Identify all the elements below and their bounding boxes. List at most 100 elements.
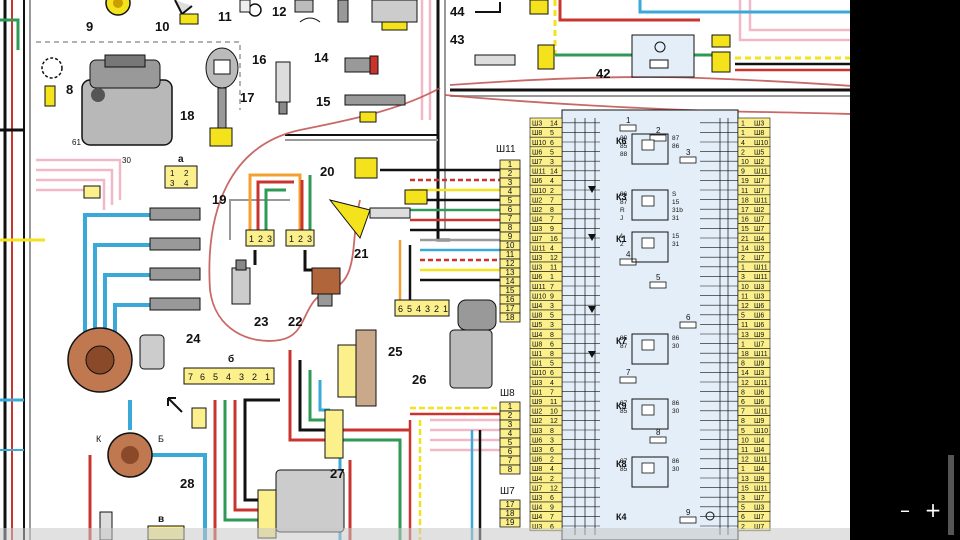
block-left-pin-socket: Ш11 <box>532 284 546 291</box>
lamp-component-21: 21 <box>328 189 428 261</box>
relay-coil-icon <box>641 339 655 351</box>
block-left-pin-number: 5 <box>550 313 554 320</box>
indicator-component-8: 8 <box>41 57 73 107</box>
relay-pin-label: 87 <box>620 458 628 465</box>
block-right-pin-socket: Ш9 <box>754 332 764 339</box>
block-left-pin-number: 2 <box>550 476 554 483</box>
block-right-pin-socket: Ш7 <box>754 341 764 348</box>
block-left-pin-number: 1 <box>550 274 554 281</box>
block-right-pin-number: 3 <box>741 274 745 281</box>
block-left-pin-number: 10 <box>550 409 558 416</box>
svg-text:3: 3 <box>425 304 430 314</box>
block-right-pin-number: 3 <box>741 495 745 502</box>
block-right-pin-socket: Ш2 <box>754 159 764 166</box>
fuse-number: 7 <box>626 368 631 377</box>
svg-text:б: б <box>228 353 234 365</box>
block-left-pin-socket: Ш9 <box>532 399 542 406</box>
block-right-pin-number: 19 <box>741 178 749 185</box>
relay-pin-label: 88 <box>620 151 628 158</box>
fuse <box>619 124 637 132</box>
block-left-pin-number: 5 <box>550 361 554 368</box>
block-right-pin-socket: Ш6 <box>754 389 764 396</box>
sensor-component-17: 17 <box>205 47 254 147</box>
block-left-pin-socket: Ш7 <box>532 159 542 166</box>
block-left-pin-number: 7 <box>550 197 554 204</box>
block-left-pin-socket: Ш8 <box>532 466 542 473</box>
fuse <box>679 516 697 524</box>
relay-pin-label: 87 <box>620 400 628 407</box>
svg-text:3: 3 <box>267 234 272 244</box>
switch-icon <box>337 0 349 23</box>
module-component-25: 25 <box>337 329 402 407</box>
block-left-pin-number: 9 <box>550 293 554 300</box>
left-bus-wires <box>0 0 45 540</box>
svg-text:20: 20 <box>320 164 334 179</box>
svg-text:18: 18 <box>180 108 194 123</box>
block-left-pin-number: 4 <box>550 178 554 185</box>
block-right-pin-number: 1 <box>741 130 745 137</box>
block-left-pin-socket: Ш4 <box>532 332 542 339</box>
svg-text:22: 22 <box>288 314 302 329</box>
block-left-pin-socket: Ш8 <box>532 130 542 137</box>
svg-text:4: 4 <box>184 179 189 188</box>
block-left-pin-number: 9 <box>550 226 554 233</box>
connector-side-left <box>191 407 207 429</box>
block-left-pin-socket: Ш3 <box>532 255 542 262</box>
svg-text:4: 4 <box>226 372 231 382</box>
sh7-pin-label: 18 <box>506 509 515 518</box>
block-right-pin-number: 2 <box>741 149 745 156</box>
svg-text:25: 25 <box>388 344 402 359</box>
block-right-pin-number: 12 <box>741 380 749 387</box>
vertical-scrollbar[interactable] <box>948 455 954 535</box>
svg-text:7: 7 <box>188 372 193 382</box>
block-right-pin-socket: Ш7 <box>754 495 764 502</box>
diode-icon <box>588 186 596 193</box>
relay-coil-icon <box>641 139 655 151</box>
block-left-pin-number: 4 <box>550 380 554 387</box>
svg-text:8: 8 <box>66 82 73 97</box>
sh8-pin-label: 6 <box>508 447 513 456</box>
block-right-pin-socket: Ш7 <box>754 524 764 531</box>
svg-text:1: 1 <box>170 169 175 178</box>
block-left-pin-socket: Ш3 <box>532 380 542 387</box>
block-right-pin-socket: Ш3 <box>754 370 764 377</box>
block-left-pin-number: 12 <box>550 485 558 492</box>
block-left-pin-socket: Ш1 <box>532 361 542 368</box>
block-left-pin-number: 6 <box>550 341 554 348</box>
relay-name: К8 <box>616 459 627 469</box>
block-right-pin-socket: Ш4 <box>754 466 764 473</box>
switch-module-component-27: 27 <box>257 466 345 539</box>
block-left-pin-socket: Ш4 <box>532 303 542 310</box>
svg-text:5: 5 <box>407 304 412 314</box>
wiring-diagram[interactable]: 9 10 11 12 <box>0 0 850 540</box>
sh11-pin-label: 7 <box>508 214 513 223</box>
fuse-number: 2 <box>656 126 661 135</box>
sh7-pin <box>499 517 521 528</box>
sensor-component-16: 16 <box>252 52 291 115</box>
relay-pin-label: 87 <box>620 343 628 350</box>
sh8-pin-label: 7 <box>508 456 513 465</box>
svg-text:Ш11: Ш11 <box>496 144 516 155</box>
svg-text:26: 26 <box>412 372 426 387</box>
block-right-pin-number: 11 <box>741 447 748 454</box>
block-left-pin-socket: Ш2 <box>532 207 542 214</box>
sh11-pin-label: 1 <box>508 160 513 169</box>
block-right-pin-number: 15 <box>741 226 749 233</box>
zoom-out-button[interactable]: – <box>900 498 910 522</box>
sh7-pin-label: 17 <box>506 500 515 509</box>
block-left-pin-socket: Ш2 <box>532 409 542 416</box>
relay-pin-label: 30 <box>672 343 680 350</box>
svg-text:11: 11 <box>218 9 232 24</box>
relay-pin-label: R <box>620 207 625 214</box>
zoom-in-button[interactable]: + <box>924 498 942 522</box>
svg-text:2: 2 <box>258 234 263 244</box>
block-left-pin-socket: Ш4 <box>532 505 542 512</box>
valve-component-22: 22 <box>288 267 341 329</box>
block-right-pin-socket: Ш11 <box>754 457 768 464</box>
block-left-pin-number: 6 <box>550 495 554 502</box>
block-right-pin-socket: Ш7 <box>754 217 764 224</box>
svg-text:28: 28 <box>180 476 194 491</box>
block-right-pin-socket: Ш11 <box>754 197 768 204</box>
block-right-pin-number: 21 <box>741 236 749 243</box>
